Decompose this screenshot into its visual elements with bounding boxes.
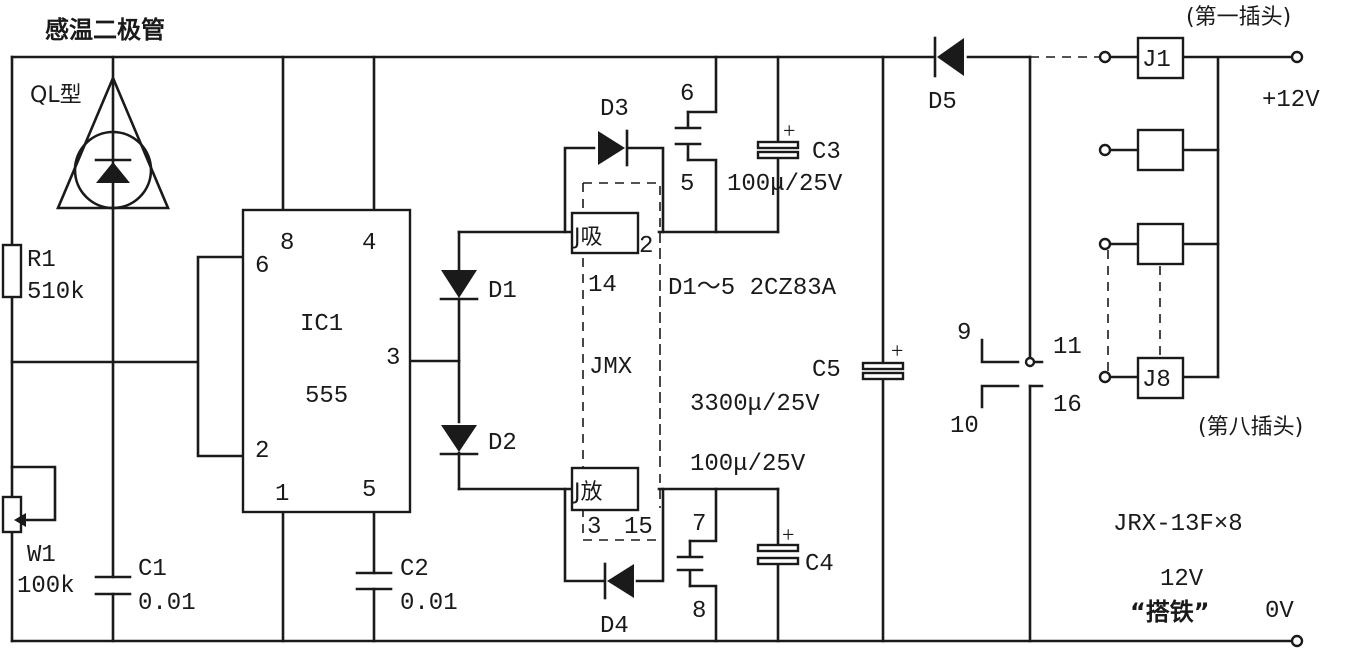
capacitor-c5: + <box>861 338 905 381</box>
relay-contact-7-8 <box>676 539 704 588</box>
switch-pin-11: 11 <box>1053 334 1082 361</box>
capacitor-c3: + <box>756 118 800 160</box>
relay-pin-15: 15 <box>624 514 653 541</box>
diode-d2 <box>439 425 479 456</box>
plus-12v-label: +12V <box>1262 87 1320 114</box>
c1-value: 0.01 <box>138 590 196 617</box>
d1-label: D1 <box>488 278 517 305</box>
plug-j8 <box>1136 356 1185 400</box>
relay-pin-14: 14 <box>588 272 617 299</box>
w1-value: 100k <box>17 573 75 600</box>
contact-6-label: 6 <box>680 81 694 108</box>
supply-12v-label: 12V <box>1160 566 1204 593</box>
d5-label: D5 <box>928 89 957 116</box>
plug-3 <box>1136 222 1185 266</box>
ic1-pin-3: 3 <box>386 345 400 372</box>
terminals <box>1024 50 1304 648</box>
relay-coil-pull-label: J吸 <box>572 225 603 250</box>
svg-text:+: + <box>782 522 794 547</box>
resistor-r1 <box>1 243 23 299</box>
relay-name: JMX <box>589 354 632 381</box>
capacitor-c4: + <box>756 522 800 566</box>
d4-label: D4 <box>600 613 629 640</box>
relay-coil-release-label: J放 <box>572 480 603 505</box>
plug-2 <box>1136 128 1185 172</box>
diagram-title: 感温二极管 <box>45 16 165 44</box>
zero-volt-label: 0V <box>1265 598 1294 625</box>
ic1-pin-6: 6 <box>255 253 269 280</box>
diode-d4 <box>603 562 634 600</box>
relay-contact-6-5 <box>674 110 702 162</box>
capacitor-c1 <box>94 575 132 596</box>
switch-pin-9: 9 <box>957 320 971 347</box>
c5-value: 3300μ/25V <box>690 391 820 418</box>
ic1-pin-8: 8 <box>280 230 294 257</box>
d3-label: D3 <box>600 96 629 123</box>
ic1-pin-5: 5 <box>362 477 376 504</box>
ground-label: “搭铁” <box>1130 598 1210 626</box>
svg-text:+: + <box>783 118 795 143</box>
plug-j8-label: J8 <box>1142 367 1171 394</box>
relay-coil-release <box>570 466 640 512</box>
c2-value: 0.01 <box>400 590 458 617</box>
diode-d3 <box>598 129 629 167</box>
r1-value: 510k <box>27 279 85 306</box>
plug-j1-label: J1 <box>1142 47 1171 74</box>
ic1-pin-1: 1 <box>275 481 289 508</box>
relay-coil-pull <box>570 211 640 255</box>
svg-text:+: + <box>891 338 903 363</box>
ic1-part: 555 <box>305 383 348 410</box>
plug-j1 <box>1136 36 1185 80</box>
c3-value: 100μ/25V <box>727 171 843 198</box>
r1-label: R1 <box>27 247 56 274</box>
c4-label: C4 <box>805 551 834 578</box>
switch-pin-10: 10 <box>950 413 979 440</box>
ic1-label: IC1 <box>300 311 343 338</box>
switch-pin-16: 16 <box>1053 392 1082 419</box>
diode-d5 <box>933 36 964 78</box>
capacitor-c2 <box>355 571 393 591</box>
first-plug-label: (第一插头) <box>1186 5 1291 30</box>
eighth-plug-label: (第八插头) <box>1198 415 1303 440</box>
c1-label: C1 <box>138 556 167 583</box>
w1-label: W1 <box>27 542 56 569</box>
potentiometer-w1 <box>1 495 26 534</box>
ic1-555-timer <box>241 208 412 514</box>
ic1-pin-2: 2 <box>255 438 269 465</box>
relay-pin-2: 2 <box>639 233 653 260</box>
temperature-sensor-diode <box>56 74 170 210</box>
diode-part-note: D1～5 2CZ83A <box>668 275 837 302</box>
contact-7-label: 7 <box>692 511 706 538</box>
c4-value: 100μ/25V <box>690 451 806 478</box>
diode-d1 <box>439 270 479 301</box>
ic1-pin-4: 4 <box>362 230 376 257</box>
contact-8-label: 8 <box>692 598 706 625</box>
relay-type-label: JRX-13F×8 <box>1113 511 1243 538</box>
c5-label: C5 <box>812 357 841 384</box>
c2-label: C2 <box>400 556 429 583</box>
relay-pin-3: 3 <box>587 514 601 541</box>
labels: 感温二极管 QL型 R1 510k W1 100k C1 0.01 C2 0.0… <box>17 5 1320 640</box>
c3-label: C3 <box>812 139 841 166</box>
contact-5-label: 5 <box>680 171 694 198</box>
sensor-type-label: QL型 <box>30 83 82 108</box>
wiring <box>10 55 1294 643</box>
d2-label: D2 <box>488 430 517 457</box>
